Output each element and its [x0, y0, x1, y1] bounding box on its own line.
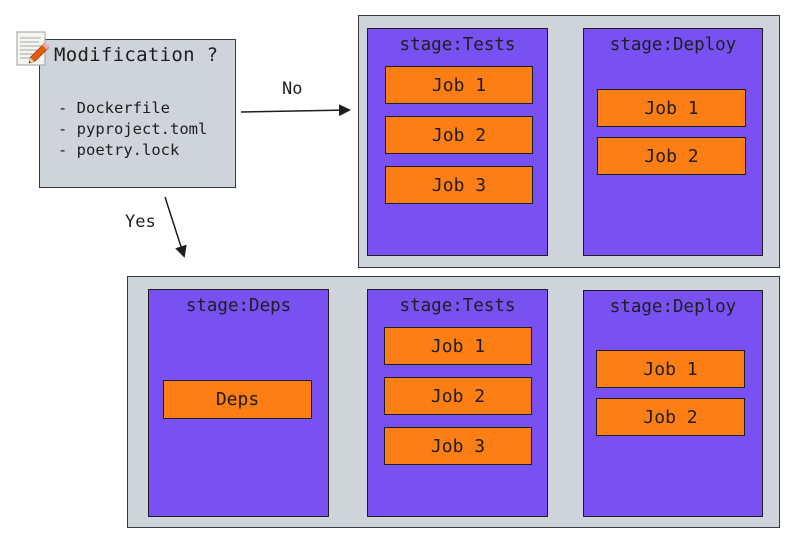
decision-box — [39, 39, 236, 188]
job-box: Job 1 — [596, 350, 745, 388]
stage-title: stage:Deploy — [609, 297, 737, 317]
job-box: Job 2 — [597, 137, 746, 175]
decision-file-list: - Dockerfile - pyproject.toml - poetry.l… — [58, 98, 207, 161]
stage-title: stage:Tests — [399, 35, 516, 55]
job-box: Deps — [163, 380, 312, 419]
job-box: Job 1 — [597, 89, 746, 127]
job-box: Job 1 — [384, 327, 532, 365]
job-box: Job 2 — [596, 398, 745, 436]
list-item: - Dockerfile — [58, 99, 170, 117]
stage-title: stage:Tests — [399, 296, 516, 316]
notepad-pencil-icon — [15, 29, 53, 69]
decision-title: Modification ? — [54, 44, 219, 66]
job-box: Job 2 — [384, 377, 532, 415]
stage-title: stage:Deploy — [609, 35, 737, 55]
no-arrow — [240, 104, 351, 117]
job-box: Job 3 — [384, 427, 532, 465]
no-label: No — [282, 79, 303, 99]
list-item: - pyproject.toml — [58, 120, 208, 138]
job-box: Job 2 — [385, 116, 533, 154]
job-box: Job 1 — [385, 66, 533, 104]
list-item: - poetry.lock — [58, 141, 180, 159]
job-box: Job 3 — [385, 166, 533, 204]
stage-title: stage:Deps — [185, 296, 292, 316]
yes-arrow — [164, 196, 187, 258]
yes-label: Yes — [125, 212, 156, 232]
